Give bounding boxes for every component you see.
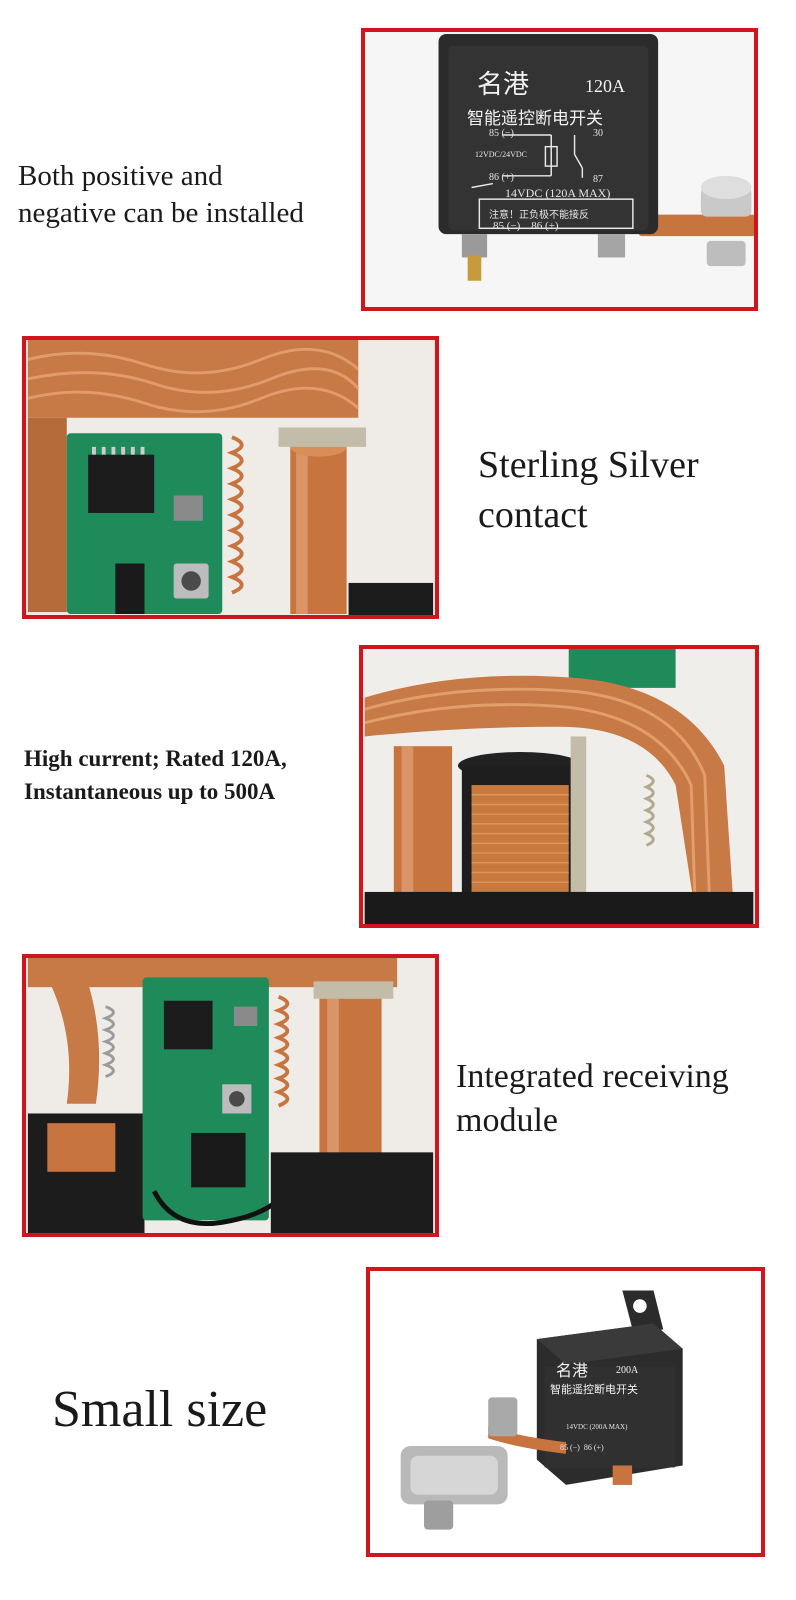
relay2-title: 智能遥控断电开关 bbox=[550, 1383, 638, 1396]
relay1-spec: 14VDC (120A MAX) bbox=[505, 186, 611, 200]
caption-receiving-module: Integrated receiving module bbox=[456, 1055, 729, 1143]
caption-silver-contact: Sterling Silver contact bbox=[478, 440, 699, 540]
caption-line: negative can be installed bbox=[18, 197, 304, 229]
relay1-voltage: 12VDC/24VDC bbox=[475, 150, 528, 159]
caption-line: Instantaneous up to 500A bbox=[24, 779, 276, 804]
coil-illustration bbox=[364, 649, 754, 924]
relay1-pins: 85 (−) 86 (+) bbox=[493, 220, 559, 232]
relay2-brand: 名港 bbox=[556, 1361, 589, 1380]
caption-line: High current; Rated 120A, bbox=[24, 746, 287, 771]
relay1-pin85: 85 (−) bbox=[489, 128, 514, 139]
caption-line: Sterling Silver bbox=[478, 444, 699, 486]
relay1-rating: 120A bbox=[585, 76, 625, 96]
caption-line: Small size bbox=[52, 1381, 268, 1438]
receiving-module-illustration bbox=[27, 958, 434, 1233]
caption-line: Integrated receiving bbox=[456, 1058, 729, 1095]
relay2-spec: 14VDC (200A MAX) bbox=[566, 1423, 628, 1431]
caption-line: Both positive and bbox=[18, 160, 223, 192]
photo-receiving-module bbox=[22, 954, 439, 1237]
relay1-note: 注意！正负极不能接反 bbox=[489, 210, 589, 221]
photo-relay-small: 名港 200A 智能遥控断电开关 14VDC (200A MAX) 85 (−)… bbox=[366, 1267, 765, 1557]
relay1-brand: 名港 bbox=[477, 70, 530, 100]
relay-front-illustration bbox=[366, 32, 754, 307]
caption-line: contact bbox=[478, 494, 588, 536]
silver-contact-illustration bbox=[27, 340, 434, 615]
relay1-pin30: 30 bbox=[593, 128, 603, 139]
relay1-title: 智能遥控断电开关 bbox=[467, 109, 603, 129]
caption-high-current: High current; Rated 120A, Instantaneous … bbox=[24, 742, 287, 808]
caption-both-polarity: Both positive and negative can be instal… bbox=[18, 158, 304, 232]
caption-line: module bbox=[456, 1102, 558, 1139]
relay-small-illustration bbox=[371, 1271, 760, 1553]
relay2-pins: 85 (−) 86 (+) bbox=[560, 1443, 604, 1452]
caption-small-size: Small size bbox=[52, 1378, 267, 1442]
relay2-rating: 200A bbox=[616, 1365, 639, 1376]
photo-relay-front: 名港 120A 智能遥控断电开关 85 (−) 30 12VDC/24VDC 8… bbox=[361, 28, 758, 311]
relay1-pin86: 86 (+) bbox=[489, 172, 514, 183]
photo-silver-contact bbox=[22, 336, 439, 619]
relay1-pin87: 87 bbox=[593, 174, 603, 185]
photo-high-current-coil bbox=[359, 645, 759, 928]
